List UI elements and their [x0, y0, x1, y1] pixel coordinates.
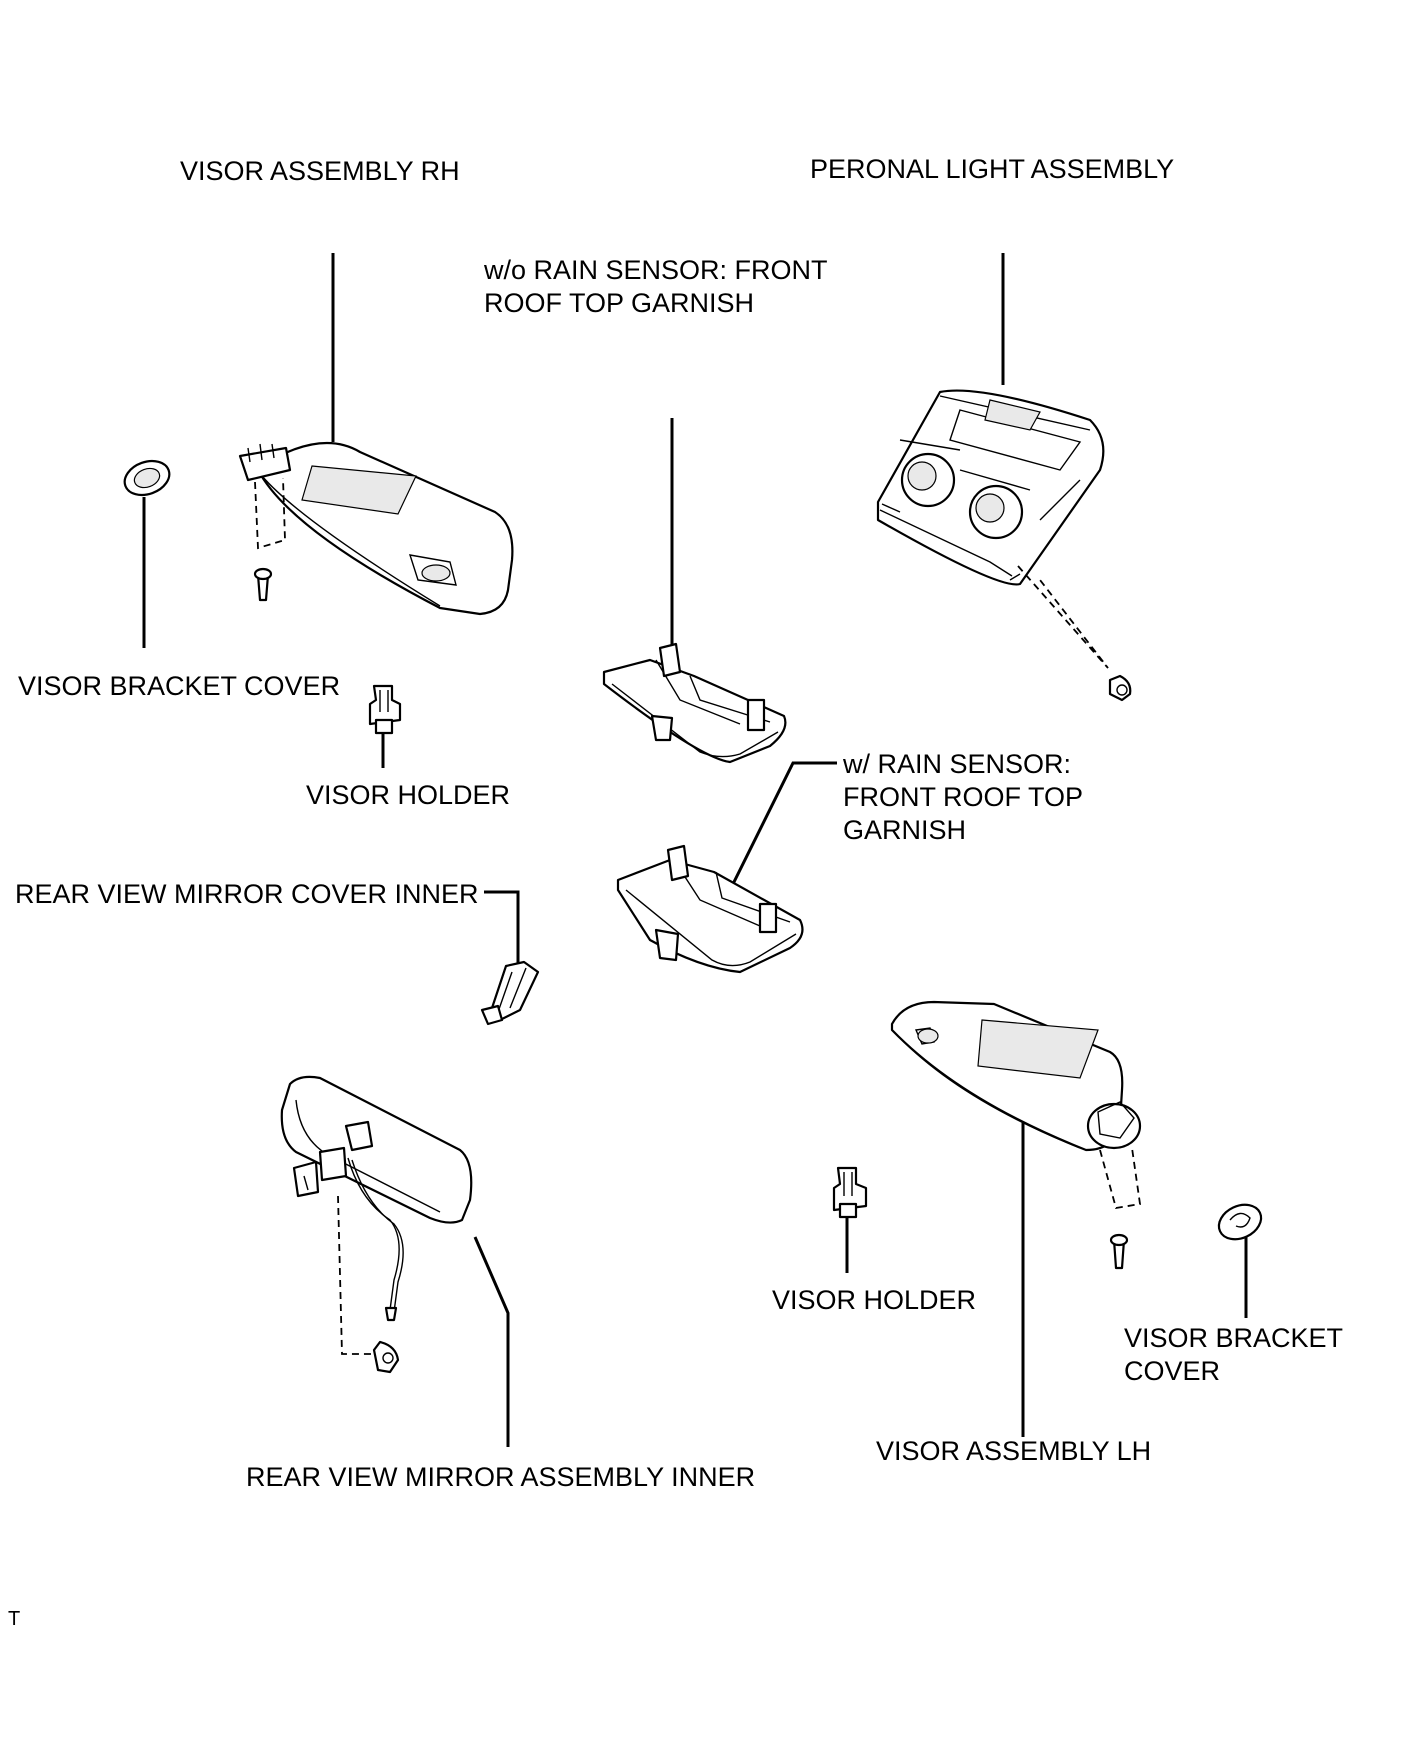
visor-assembly-rh-part	[238, 441, 514, 616]
label-personal-light-assembly: PERONAL LIGHT ASSEMBLY	[810, 154, 1174, 184]
label-visor-assembly-lh: VISOR ASSEMBLY LH	[876, 1436, 1151, 1466]
corner-mark: T	[8, 1608, 20, 1630]
leader-mirror-cover-inner	[484, 890, 520, 968]
label-visor-holder-lh: VISOR HOLDER	[772, 1285, 976, 1315]
personal-light-assembly-part	[876, 389, 1132, 702]
label-w-rain-sensor-line1: w/ RAIN SENSOR:	[842, 749, 1071, 779]
label-rear-view-mirror-cover-inner: REAR VIEW MIRROR COVER INNER	[15, 879, 479, 909]
label-visor-holder-rh: VISOR HOLDER	[306, 780, 510, 810]
label-visor-bracket-cover-lh-line1: VISOR BRACKET	[1124, 1323, 1343, 1353]
label-w-rain-sensor-line2: FRONT ROOF TOP	[843, 782, 1083, 812]
label-rear-view-mirror-assembly-inner: REAR VIEW MIRROR ASSEMBLY INNER	[246, 1462, 755, 1492]
visor-bracket-cover-lh-part	[1217, 1203, 1263, 1241]
front-roof-top-garnish-w-rain-sensor-part	[616, 844, 804, 974]
visor-holder-rh-part	[368, 684, 402, 735]
label-visor-bracket-cover-lh-line2: COVER	[1124, 1356, 1220, 1386]
label-w-rain-sensor-line3: GARNISH	[843, 815, 966, 845]
visor-holder-lh-part	[832, 1166, 868, 1219]
label-visor-bracket-cover-rh: VISOR BRACKET COVER	[18, 671, 340, 701]
rear-view-mirror-assembly-inner-part	[280, 1075, 473, 1374]
leader-lines	[142, 253, 1248, 1447]
leader-mirror-assembly	[473, 1236, 510, 1447]
leader-w-rain-garnish	[731, 761, 837, 885]
label-wo-rain-sensor-line2: ROOF TOP GARNISH	[484, 288, 754, 318]
rear-view-mirror-cover-inner-part	[480, 960, 540, 1026]
label-visor-assembly-rh: VISOR ASSEMBLY RH	[180, 156, 460, 186]
visor-assembly-lh-part	[890, 1000, 1142, 1270]
visor-bracket-cover-rh-part	[123, 459, 171, 497]
front-roof-top-garnish-wo-rain-sensor-part	[602, 642, 787, 764]
label-wo-rain-sensor-line1: w/o RAIN SENSOR: FRONT	[483, 255, 828, 285]
